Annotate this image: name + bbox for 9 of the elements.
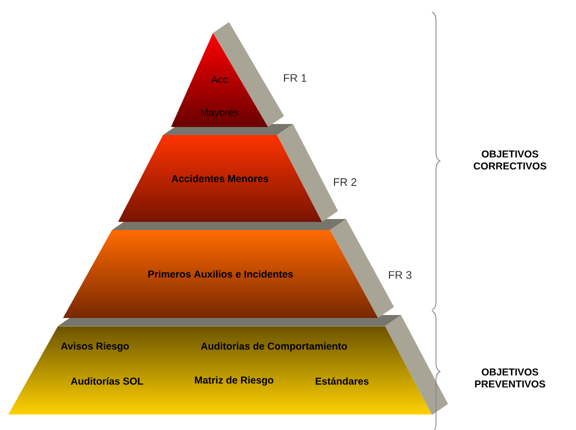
layer-text: Avisos Riesgo	[60, 342, 129, 352]
level-label: FR 1	[284, 74, 306, 82]
group-label: OBJETIVOS PREVENTIVOS	[475, 368, 546, 388]
group-label: OBJETIVOS CORRECTIVOS	[474, 150, 546, 170]
layer-text: Matriz de Riesgo	[194, 376, 274, 386]
layer-text: Estándares	[316, 377, 369, 385]
layer-text: Auditorias de Comportamiento	[200, 342, 347, 352]
layer-text: Auditorías SOL	[70, 377, 144, 385]
pyramid-layer: Acc Mayores	[171, 22, 284, 127]
